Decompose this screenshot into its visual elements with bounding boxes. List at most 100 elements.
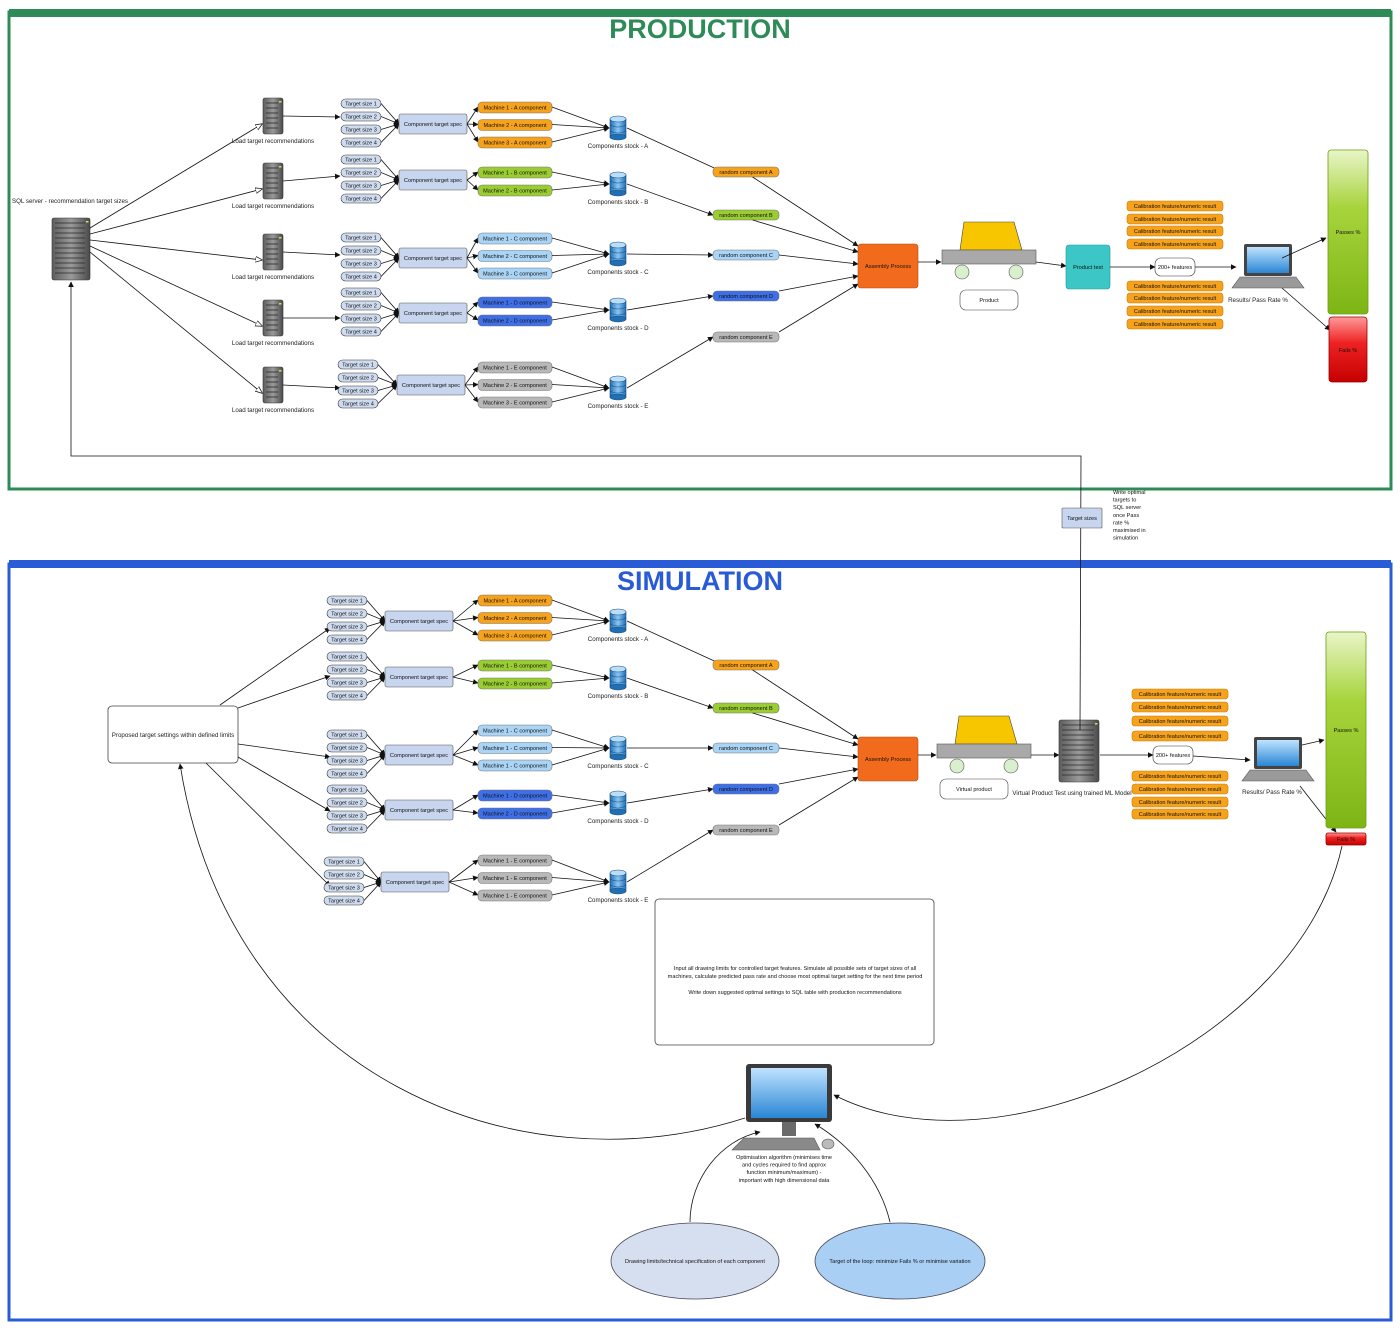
target-size-pill: Target size 4 [340, 193, 382, 204]
target-size-pill-label: Target size 4 [345, 141, 377, 147]
machine-component-box: Machine 2 - E component [477, 379, 553, 391]
proposed-label: Proposed target settings within defined … [112, 732, 234, 739]
load-target-label: Load target recommendations [232, 340, 314, 347]
sim-calibration-result-box-label: Calibration feature/numeric result [1139, 734, 1222, 740]
component-target-spec-label: Component target spec [404, 256, 462, 262]
optimiser-line: Optimisation algorithm (minimises time [736, 1155, 832, 1161]
load-target-label: Load target recommendations [232, 407, 314, 414]
target-size-pill-label: Target size 4 [328, 899, 360, 905]
machine-component-box: Machine 1 - E component [477, 872, 553, 884]
target-size-pill: Target size 3 [337, 385, 379, 396]
production-pipeline: SQL server - recommendation target sizes… [12, 97, 1369, 414]
target-size-pill-label: Target size 1 [342, 363, 374, 369]
machine-component-box: Machine 2 - B component [477, 184, 553, 197]
component-target-spec-label: Component target spec [390, 675, 448, 681]
machine-component-box-label: Machine 1 - E component [483, 894, 547, 900]
target-size-pill-label: Target size 3 [331, 625, 363, 631]
sim-calibration-result-box-label: Calibration feature/numeric result [1139, 774, 1222, 780]
target-size-pill: Target size 4 [340, 271, 382, 282]
sim-calibration-result-box-label: Calibration feature/numeric result [1139, 800, 1222, 806]
target-size-pill: Target size 2 [337, 372, 379, 383]
description-line: Write down suggested optimal settings to… [688, 990, 902, 996]
production-title: PRODUCTION [609, 14, 791, 44]
target-size-pill-label: Target size 2 [331, 612, 363, 618]
component-target-spec: Component target spec [398, 302, 468, 324]
calibration-result-box-label: Calibration feature/numeric result [1134, 296, 1217, 302]
proposed-target-settings-box: Proposed target settings within defined … [107, 705, 239, 764]
calibration-result-box-label: Calibration feature/numeric result [1134, 322, 1217, 328]
machine-component-box: Machine 1 - C component [477, 232, 553, 245]
components-stock-label: Components stock - D [587, 325, 649, 332]
sim-calibration-result-box-label: Calibration feature/numeric result [1139, 692, 1222, 698]
machine-component-box: Machine 1 - A component [477, 594, 553, 607]
random-component-box-label: random component C [719, 253, 773, 259]
component-target-spec-label: Component target spec [402, 383, 460, 389]
virtual-product-box: Virtual product [939, 778, 1009, 800]
load-server-icon [262, 233, 284, 271]
sim-fails-label: Fails % [1337, 837, 1355, 843]
sql-server-icon [51, 217, 91, 281]
target-sizes-box: Target sizes [1061, 507, 1103, 529]
target-size-pill: Target size 2 [340, 245, 382, 256]
machine-component-box-label: Machine 1 - E component [483, 859, 547, 865]
target-size-pill: Target size 3 [340, 258, 382, 269]
calibration-result-box-label: Calibration feature/numeric result [1134, 217, 1217, 223]
component-target-spec: Component target spec [384, 666, 454, 688]
calibration-result-box-label: Calibration feature/numeric result [1134, 284, 1217, 290]
feedback-arrow [68, 281, 1082, 731]
optimiser-to-proposed-arrow [178, 763, 746, 1140]
sim-calibration-result-box-label: Calibration feature/numeric result [1139, 719, 1222, 725]
target-size-pill-label: Target size 3 [331, 759, 363, 765]
target-size-pill: Target size 4 [326, 634, 368, 645]
optimiser-line: and cycles required to find approx [742, 1163, 826, 1169]
component-target-spec-label: Component target spec [404, 122, 462, 128]
results-label: Results/ Pass Rate % [1228, 297, 1288, 304]
machine-component-box: Machine 1 - A component [477, 101, 553, 114]
calibration-result-box-label: Calibration feature/numeric result [1134, 229, 1217, 235]
machine-component-box: Machine 2 - C component [477, 250, 553, 262]
target-size-pill-label: Target size 2 [328, 873, 360, 879]
target-size-pill: Target size 1 [340, 232, 382, 243]
target-size-pill: Target size 1 [326, 784, 368, 795]
component-target-spec: Component target spec [398, 113, 468, 135]
target-size-pill-label: Target size 2 [345, 249, 377, 255]
production-frame [7, 10, 1393, 491]
target-size-pill-label: Target size 3 [342, 389, 374, 395]
random-component-box-label: random component B [719, 706, 773, 712]
components-stock-label: Components stock - D [587, 818, 649, 825]
machine-component-box: Machine 3 - A component [477, 136, 553, 149]
features-box-label: 200+ features [1158, 265, 1193, 271]
calibration-result-box: Calibration feature/numeric result [1126, 200, 1224, 212]
sim-calibration-result-box: Calibration feature/numeric result [1131, 796, 1229, 808]
load-server-icon [262, 162, 284, 200]
target-size-pill: Target size 1 [326, 729, 368, 740]
machine-component-box-label: Machine 2 - A component [483, 123, 547, 129]
simulation-description-box: Input all drawing limits for controlled … [654, 898, 935, 1046]
target-size-pill: Target size 2 [326, 608, 368, 619]
target-size-pill: Target size 2 [340, 111, 382, 122]
sim-results-laptop-icon [1241, 737, 1315, 782]
target-size-pill-label: Target size 4 [331, 772, 363, 778]
random-component-box-label: random component A [719, 170, 772, 176]
calibration-result-box: Calibration feature/numeric result [1126, 292, 1224, 304]
write-targets-note: rate % [1113, 520, 1129, 526]
target-size-pill-label: Target size 1 [331, 788, 363, 794]
target-sizes-box-label: Target sizes [1067, 516, 1097, 522]
target-size-pill: Target size 3 [340, 124, 382, 135]
calibration-result-box-label: Calibration feature/numeric result [1134, 242, 1217, 248]
virtual-product-conveyor-icon [936, 715, 1032, 774]
target-size-pill-label: Target size 2 [342, 376, 374, 382]
random-component-box-label: random component B [719, 213, 773, 219]
machine-component-box: Machine 2 - D component [477, 807, 553, 820]
machine-component-box-label: Machine 1 - A component [483, 599, 547, 605]
machine-component-box: Machine 1 - C component [477, 742, 553, 754]
sim-results-label: Results/ Pass Rate % [1242, 789, 1302, 796]
write-targets-note: Write optimal [1113, 490, 1146, 496]
target-size-pill: Target size 3 [340, 180, 382, 191]
target-size-pill-label: Target size 3 [345, 128, 377, 134]
component-target-spec: Component target spec [384, 799, 454, 821]
machine-component-box: Machine 3 - A component [477, 629, 553, 642]
components-stock-database-icon [609, 790, 627, 816]
load-server-icon [262, 97, 284, 135]
sql-server-label: SQL server - recommendation target sizes [12, 198, 128, 205]
